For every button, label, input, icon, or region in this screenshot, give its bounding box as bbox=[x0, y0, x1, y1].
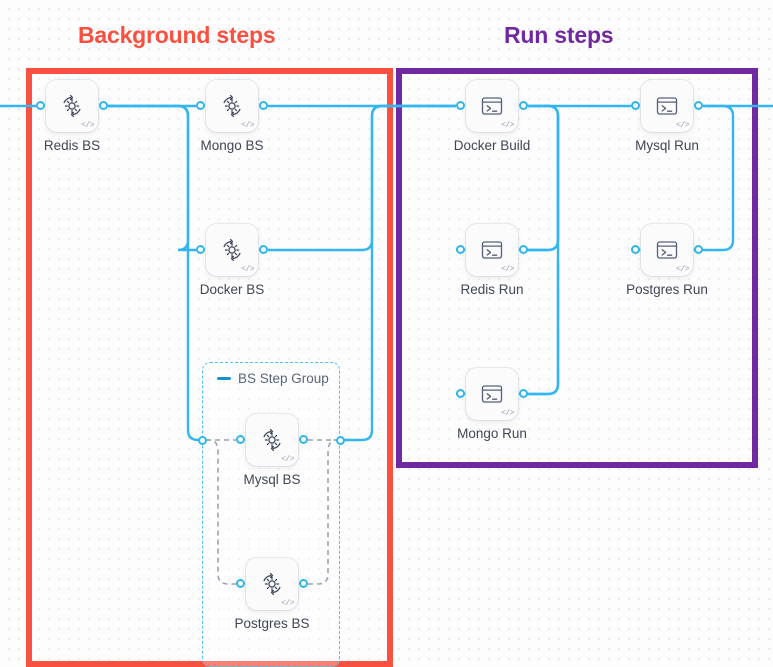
subgroup-header[interactable]: BS Step Group bbox=[217, 371, 329, 386]
node-card-postgres-run[interactable]: </> bbox=[641, 224, 693, 276]
port-out-docker-bs[interactable] bbox=[259, 245, 268, 254]
port-out-mongo-run[interactable] bbox=[519, 389, 528, 398]
port-in-mysql-run[interactable] bbox=[631, 101, 640, 110]
background-service-icon bbox=[223, 94, 241, 118]
port-in-mongo-run[interactable] bbox=[456, 389, 465, 398]
port-group-out[interactable] bbox=[335, 435, 345, 445]
node-card-mongo-bs[interactable]: </> bbox=[206, 80, 258, 132]
port-in-docker-bs[interactable] bbox=[196, 245, 205, 254]
port-group-in[interactable] bbox=[197, 435, 207, 445]
code-badge-icon: </> bbox=[281, 599, 294, 608]
code-badge-icon: </> bbox=[676, 265, 689, 274]
code-badge-icon: </> bbox=[81, 121, 94, 130]
port-out-postgres-run[interactable] bbox=[694, 245, 703, 254]
node-card-docker-build[interactable]: </> bbox=[466, 80, 518, 132]
port-out-redis-bs[interactable] bbox=[99, 101, 108, 110]
group-frame-run-steps[interactable] bbox=[396, 68, 758, 468]
port-out-mysql-bs[interactable] bbox=[299, 435, 308, 444]
node-label-mongo-bs: Mongo BS bbox=[200, 138, 264, 153]
node-card-mongo-run[interactable]: </> bbox=[466, 368, 518, 420]
code-badge-icon: </> bbox=[281, 455, 294, 464]
node-label-mysql-run: Mysql Run bbox=[635, 138, 699, 153]
node-card-postgres-bs[interactable]: </> bbox=[246, 558, 298, 610]
terminal-icon bbox=[656, 241, 678, 259]
terminal-icon bbox=[481, 241, 503, 259]
node-mysql-run[interactable]: </> Mysql Run bbox=[631, 80, 703, 153]
node-mongo-run[interactable]: </> Mongo Run bbox=[456, 368, 528, 441]
node-card-redis-run[interactable]: </> bbox=[466, 224, 518, 276]
port-out-mongo-bs[interactable] bbox=[259, 101, 268, 110]
code-badge-icon: </> bbox=[501, 265, 514, 274]
node-label-postgres-bs: Postgres BS bbox=[234, 616, 310, 631]
background-service-icon bbox=[263, 428, 281, 452]
node-label-docker-bs: Docker BS bbox=[199, 282, 265, 297]
node-label-docker-build: Docker Build bbox=[453, 138, 531, 153]
subgroup-label: BS Step Group bbox=[238, 371, 329, 386]
port-in-redis-bs[interactable] bbox=[36, 101, 45, 110]
node-label-mongo-run: Mongo Run bbox=[457, 426, 527, 441]
node-card-redis-bs[interactable]: </> bbox=[46, 80, 98, 132]
background-service-icon bbox=[63, 94, 81, 118]
code-badge-icon: </> bbox=[241, 121, 254, 130]
node-redis-bs[interactable]: </> Redis BS bbox=[36, 80, 108, 153]
node-card-docker-bs[interactable]: </> bbox=[206, 224, 258, 276]
port-in-mysql-bs[interactable] bbox=[236, 435, 245, 444]
code-badge-icon: </> bbox=[501, 121, 514, 130]
code-badge-icon: </> bbox=[676, 121, 689, 130]
code-badge-icon: </> bbox=[241, 265, 254, 274]
port-out-mysql-run[interactable] bbox=[694, 101, 703, 110]
node-postgres-run[interactable]: </> Postgres Run bbox=[626, 224, 708, 297]
background-service-icon bbox=[263, 572, 281, 596]
group-title-run-steps: Run steps bbox=[504, 22, 614, 48]
node-card-mysql-run[interactable]: </> bbox=[641, 80, 693, 132]
node-label-mysql-bs: Mysql BS bbox=[243, 472, 301, 487]
node-mongo-bs[interactable]: </> Mongo BS bbox=[196, 80, 268, 153]
port-in-postgres-run[interactable] bbox=[631, 245, 640, 254]
port-out-postgres-bs[interactable] bbox=[299, 579, 308, 588]
node-card-mysql-bs[interactable]: </> bbox=[246, 414, 298, 466]
node-label-postgres-run: Postgres Run bbox=[626, 282, 708, 297]
port-in-mongo-bs[interactable] bbox=[196, 101, 205, 110]
port-out-docker-build[interactable] bbox=[519, 101, 528, 110]
node-mysql-bs[interactable]: </> Mysql BS bbox=[236, 414, 308, 487]
terminal-icon bbox=[481, 385, 503, 403]
node-docker-bs[interactable]: </> Docker BS bbox=[196, 224, 268, 297]
group-title-background-steps: Background steps bbox=[78, 22, 276, 48]
terminal-icon bbox=[481, 97, 503, 115]
terminal-icon bbox=[656, 97, 678, 115]
node-label-redis-bs: Redis BS bbox=[43, 138, 101, 153]
port-in-postgres-bs[interactable] bbox=[236, 579, 245, 588]
node-postgres-bs[interactable]: </> Postgres BS bbox=[234, 558, 310, 631]
background-service-icon bbox=[223, 238, 241, 262]
node-docker-build[interactable]: </> Docker Build bbox=[454, 80, 530, 153]
port-out-redis-run[interactable] bbox=[519, 245, 528, 254]
node-label-redis-run: Redis Run bbox=[460, 282, 524, 297]
node-redis-run[interactable]: </> Redis Run bbox=[456, 224, 528, 297]
port-in-redis-run[interactable] bbox=[456, 245, 465, 254]
code-badge-icon: </> bbox=[501, 409, 514, 418]
minus-icon[interactable] bbox=[217, 377, 231, 380]
port-in-docker-build[interactable] bbox=[456, 101, 465, 110]
